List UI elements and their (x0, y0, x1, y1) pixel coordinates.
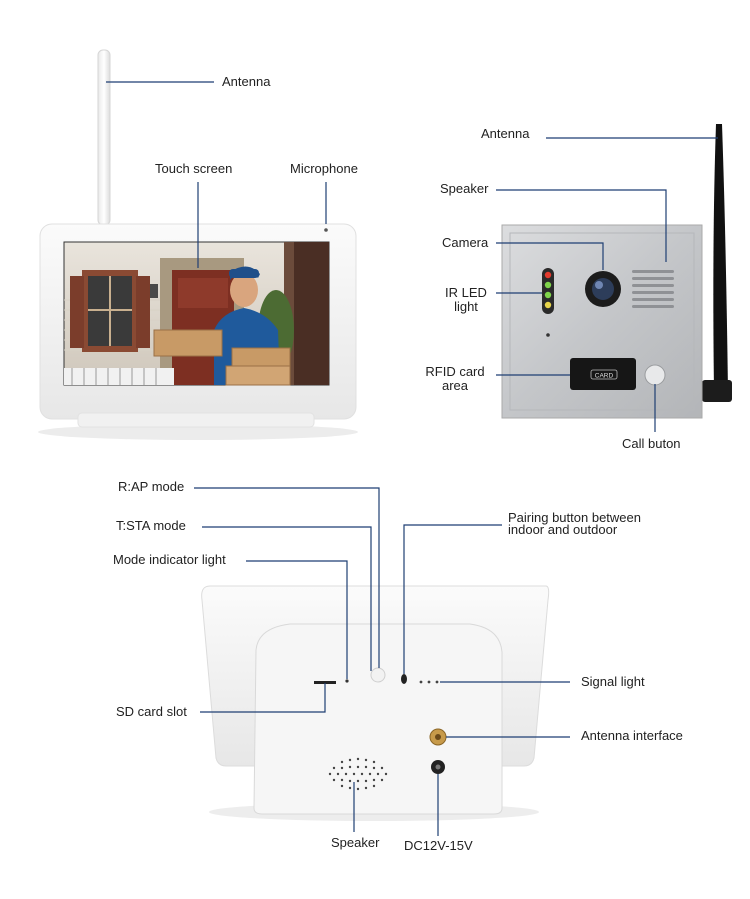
monitor-front (38, 49, 358, 440)
label-mode-indicator: Mode indicator light (113, 552, 226, 567)
sd-card-slot (314, 681, 336, 684)
pairing-button (401, 674, 407, 684)
monitor-back-stand (253, 623, 503, 815)
label-pairing-line2: indoor and outdoor (508, 522, 618, 537)
mode-button (370, 667, 386, 683)
label-monitor-antenna: Antenna (222, 74, 271, 89)
ir-led-strip (542, 268, 554, 314)
label-rfid-line1: RFID card (425, 364, 485, 379)
label-antenna-interface: Antenna interface (581, 728, 683, 743)
label-ir-led-line2: light (454, 299, 478, 314)
monitor-shadow (38, 424, 358, 440)
label-rfid-line2: area (441, 378, 469, 393)
label-pairing: Pairing button between indoor and outdoo… (508, 510, 641, 537)
label-camera: Camera (442, 235, 489, 250)
monitor-antenna (97, 49, 111, 226)
label-signal-light: Signal light (581, 674, 645, 689)
label-rfid: RFID card area (418, 365, 492, 393)
door-antenna (713, 124, 728, 392)
label-ir-led-line1: IR LED (445, 285, 487, 300)
label-dc: DC12V-15V (404, 838, 473, 853)
label-door-antenna: Antenna (481, 126, 530, 141)
mode-indicator-light (345, 679, 349, 683)
label-call-button: Call buton (622, 436, 681, 451)
touch-screen-image (63, 241, 330, 386)
back-speaker-grille (328, 757, 388, 791)
leader-lines (106, 81, 718, 836)
door-station: CARD (501, 124, 732, 419)
card-text: CARD (595, 373, 614, 380)
label-touch-screen: Touch screen (155, 161, 233, 176)
label-ir-led: IR LED light (438, 286, 494, 314)
signal-light (435, 680, 439, 684)
label-speaker-bottom: Speaker (331, 835, 380, 850)
call-button (644, 364, 666, 386)
label-tsta-mode: T:STA mode (116, 518, 186, 533)
label-pairing-line1: Pairing button between (508, 510, 641, 525)
label-sd-card: SD card slot (116, 704, 187, 719)
monitor-stand (77, 412, 315, 428)
rfid-card-area (570, 358, 636, 390)
microphone-hole (324, 228, 328, 232)
label-microphone: Microphone (290, 161, 358, 176)
label-speaker-top: Speaker (440, 181, 489, 196)
door-speaker-grille (632, 270, 674, 308)
label-rap-mode: R:AP mode (118, 479, 185, 494)
monitor-back (201, 585, 550, 821)
